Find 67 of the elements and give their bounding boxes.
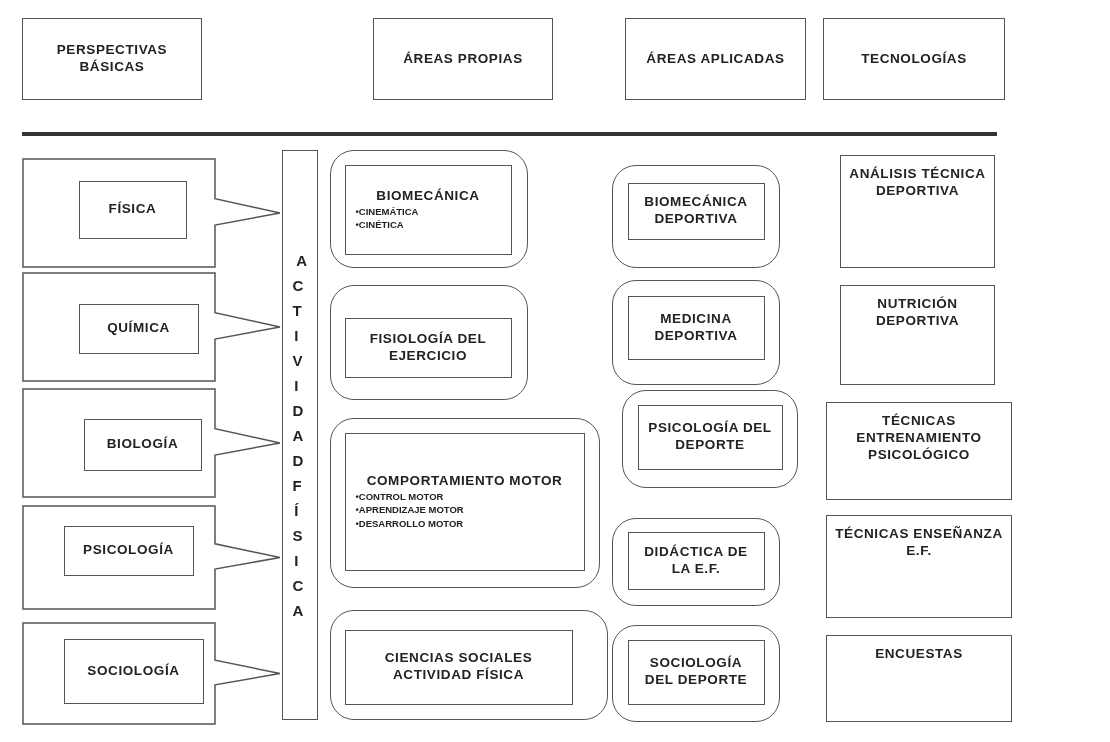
node-heading: ANÁLISIS TÉCNICA DEPORTIVA [848, 166, 987, 200]
rounded-box [622, 390, 798, 488]
label-box [627, 531, 765, 590]
node-heading: NUTRICIÓN DEPORTIVA [874, 296, 961, 330]
callout-box [22, 505, 280, 610]
label-box [344, 629, 573, 705]
vertical-bar [282, 150, 318, 720]
rounded-box [330, 418, 600, 588]
rounded-box [330, 285, 528, 400]
node-heading: FÍSICA [108, 201, 157, 218]
bullet-item: •CINEMÁTICA [354, 204, 419, 218]
node-heading: TECNOLOGÍAS [861, 50, 967, 68]
bullet-item: •CINÉTICA [354, 217, 404, 232]
label-box [627, 295, 765, 360]
rounded-box [612, 625, 780, 722]
label-box [344, 432, 585, 571]
callout-box [22, 388, 280, 498]
node-heading: SOCIOLOGÍA [87, 662, 180, 680]
node-heading: ÁREAS APLICADAS [646, 50, 785, 68]
label-box [63, 638, 204, 704]
header-box [22, 18, 202, 100]
node-heading: BIOMECÁNICA [376, 187, 480, 205]
rounded-box [330, 610, 608, 720]
bullet-item: •DESARROLLO MOTOR [354, 516, 464, 530]
rounded-box [612, 280, 780, 385]
node-heading: TÉCNICAS ENTRENAMIENTO PSICOLÓGICO [855, 413, 983, 464]
node-heading: ÁREAS PROPIAS [403, 50, 523, 68]
node-heading: SOCIOLOGÍA DEL DEPORTE [643, 655, 749, 689]
node-heading: MEDICINA DEPORTIVA [653, 310, 739, 345]
node-heading: CIENCIAS SOCIALES ACTIVIDAD FÍSICA [383, 650, 534, 684]
technology-box [826, 635, 1012, 722]
bullet-item: •CONTROL MOTOR [354, 490, 444, 504]
technology-box [840, 285, 995, 385]
label-box [83, 418, 202, 471]
node-heading: BIOLOGÍA [106, 436, 179, 453]
rounded-box [612, 518, 780, 606]
callout-box [22, 622, 280, 725]
label-box [637, 404, 783, 470]
callout-box [22, 158, 280, 268]
label-box [78, 303, 199, 354]
node-heading: DIDÁCTICA DE LA E.F. [643, 543, 749, 578]
node-heading: COMPORTAMIENTO MOTOR [366, 473, 563, 490]
header-box [625, 18, 806, 100]
node-heading: ENCUESTAS [875, 646, 963, 663]
label-box [78, 180, 187, 239]
vertical-label: ACTIVIDAD FÍSICA [292, 250, 308, 621]
node-heading: FISIOLOGÍA DEL EJERCICIO [368, 330, 488, 365]
label-box [63, 525, 194, 576]
node-heading: QUÍMICA [107, 320, 170, 337]
technology-box [826, 402, 1012, 500]
label-box [627, 639, 765, 705]
rounded-box [612, 165, 780, 268]
label-box [344, 164, 512, 255]
callout-box [22, 272, 280, 382]
node-heading: BIOMECÁNICA DEPORTIVA [643, 194, 749, 228]
technology-box [840, 155, 995, 268]
header-box [373, 18, 553, 100]
rounded-box [330, 150, 528, 268]
node-heading: PSICOLOGÍA DEL DEPORTE [647, 420, 773, 454]
node-heading: PSICOLOGÍA [83, 542, 174, 559]
label-box [627, 182, 765, 240]
node-heading: TÉCNICAS ENSEÑANZA E.F. [834, 526, 1004, 560]
header-box [823, 18, 1005, 100]
label-box [344, 317, 512, 378]
bullet-item: •APRENDIZAJE MOTOR [354, 503, 464, 517]
node-heading: PERSPECTIVAS BÁSICAS [55, 42, 169, 76]
technology-box [826, 515, 1012, 618]
